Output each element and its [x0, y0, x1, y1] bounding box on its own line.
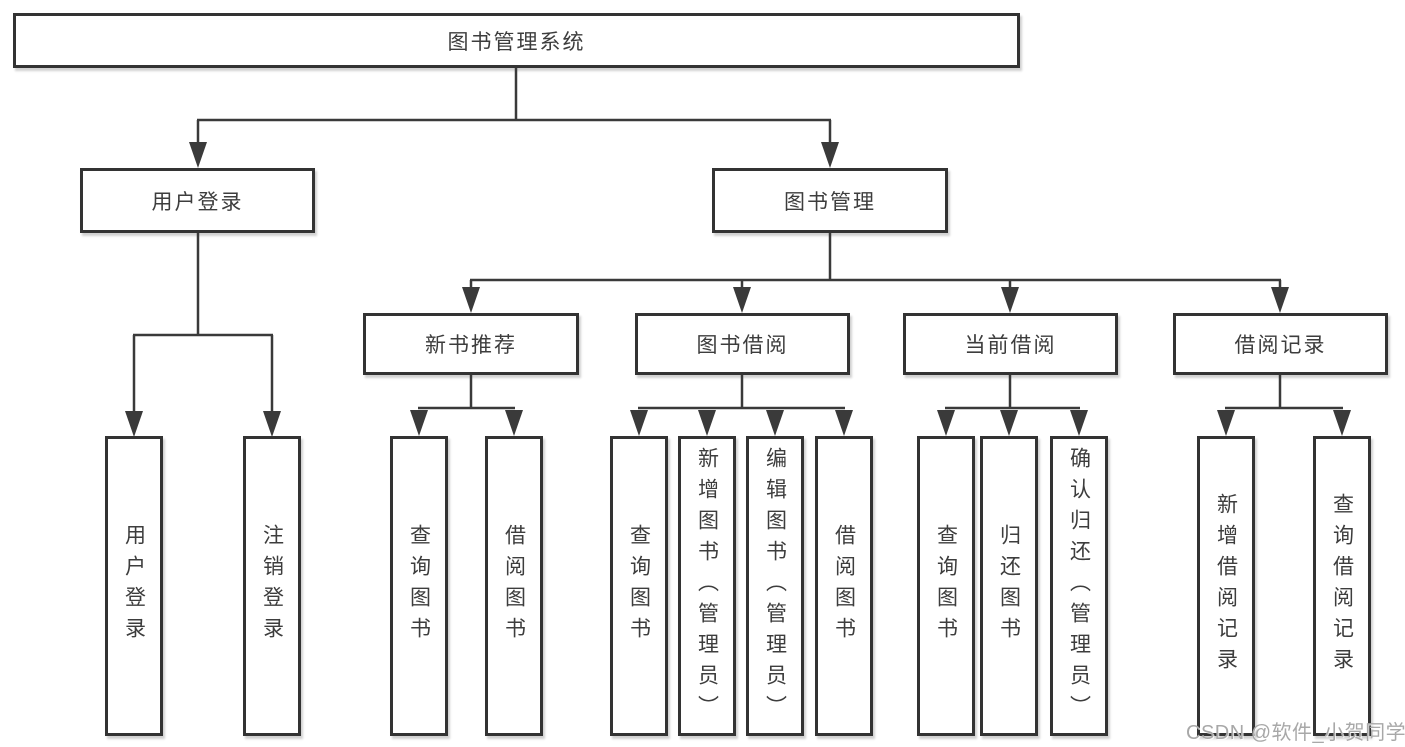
leaf-add-borrow-record: 新增借阅记录 — [1197, 436, 1255, 736]
leaf-user-login: 用户登录 — [105, 436, 163, 736]
leaf-return-books-label: 归还图书 — [997, 524, 1021, 648]
leaf-edit-books-admin: 编辑图书（管理员） — [746, 436, 804, 736]
node-user-login-branch-label: 用户登录 — [151, 190, 244, 214]
leaf-query-books-2-label: 查询图书 — [627, 524, 651, 648]
leaf-return-books: 归还图书 — [980, 436, 1038, 736]
leaf-confirm-return-admin-label: 确认归还（管理员） — [1067, 446, 1091, 726]
leaf-edit-books-admin-label: 编辑图书（管理员） — [763, 446, 787, 726]
node-borrow-records: 借阅记录 — [1173, 313, 1388, 375]
node-book-borrow: 图书借阅 — [635, 313, 850, 375]
leaf-logout-label: 注销登录 — [260, 524, 284, 648]
leaf-borrow-books-2: 借阅图书 — [815, 436, 873, 736]
leaf-query-books-1-label: 查询图书 — [407, 524, 431, 648]
node-book-borrow-label: 图书借阅 — [696, 334, 789, 357]
node-book-management-label: 图书管理 — [784, 190, 876, 214]
node-current-borrow: 当前借阅 — [903, 313, 1118, 375]
node-root-system-label: 图书管理系统 — [447, 30, 586, 54]
leaf-logout: 注销登录 — [243, 436, 301, 736]
leaf-query-books-3: 查询图书 — [917, 436, 975, 736]
leaf-add-books-admin: 新增图书（管理员） — [678, 436, 736, 736]
node-borrow-records-label: 借阅记录 — [1234, 334, 1327, 357]
leaf-query-books-1: 查询图书 — [390, 436, 448, 736]
leaf-confirm-return-admin: 确认归还（管理员） — [1050, 436, 1108, 736]
csdn-watermark: CSDN @软件_小贺同学 — [1186, 722, 1405, 744]
node-book-management: 图书管理 — [712, 168, 948, 233]
node-current-borrow-label: 当前借阅 — [964, 334, 1057, 357]
leaf-add-borrow-record-label: 新增借阅记录 — [1214, 493, 1238, 679]
leaf-borrow-books-2-label: 借阅图书 — [832, 524, 856, 648]
leaf-query-borrow-record-label: 查询借阅记录 — [1330, 493, 1354, 679]
leaf-borrow-books-1-label: 借阅图书 — [502, 524, 526, 648]
node-root-system: 图书管理系统 — [13, 13, 1020, 68]
leaf-add-books-admin-label: 新增图书（管理员） — [695, 446, 719, 726]
node-new-book-recommend-label: 新书推荐 — [425, 334, 517, 357]
node-user-login-branch: 用户登录 — [80, 168, 315, 233]
leaf-query-books-3-label: 查询图书 — [934, 524, 958, 648]
node-new-book-recommend: 新书推荐 — [363, 313, 579, 375]
leaf-query-books-2: 查询图书 — [610, 436, 668, 736]
leaf-borrow-books-1: 借阅图书 — [485, 436, 543, 736]
leaf-query-borrow-record: 查询借阅记录 — [1313, 436, 1371, 736]
leaf-user-login-label: 用户登录 — [122, 524, 146, 648]
